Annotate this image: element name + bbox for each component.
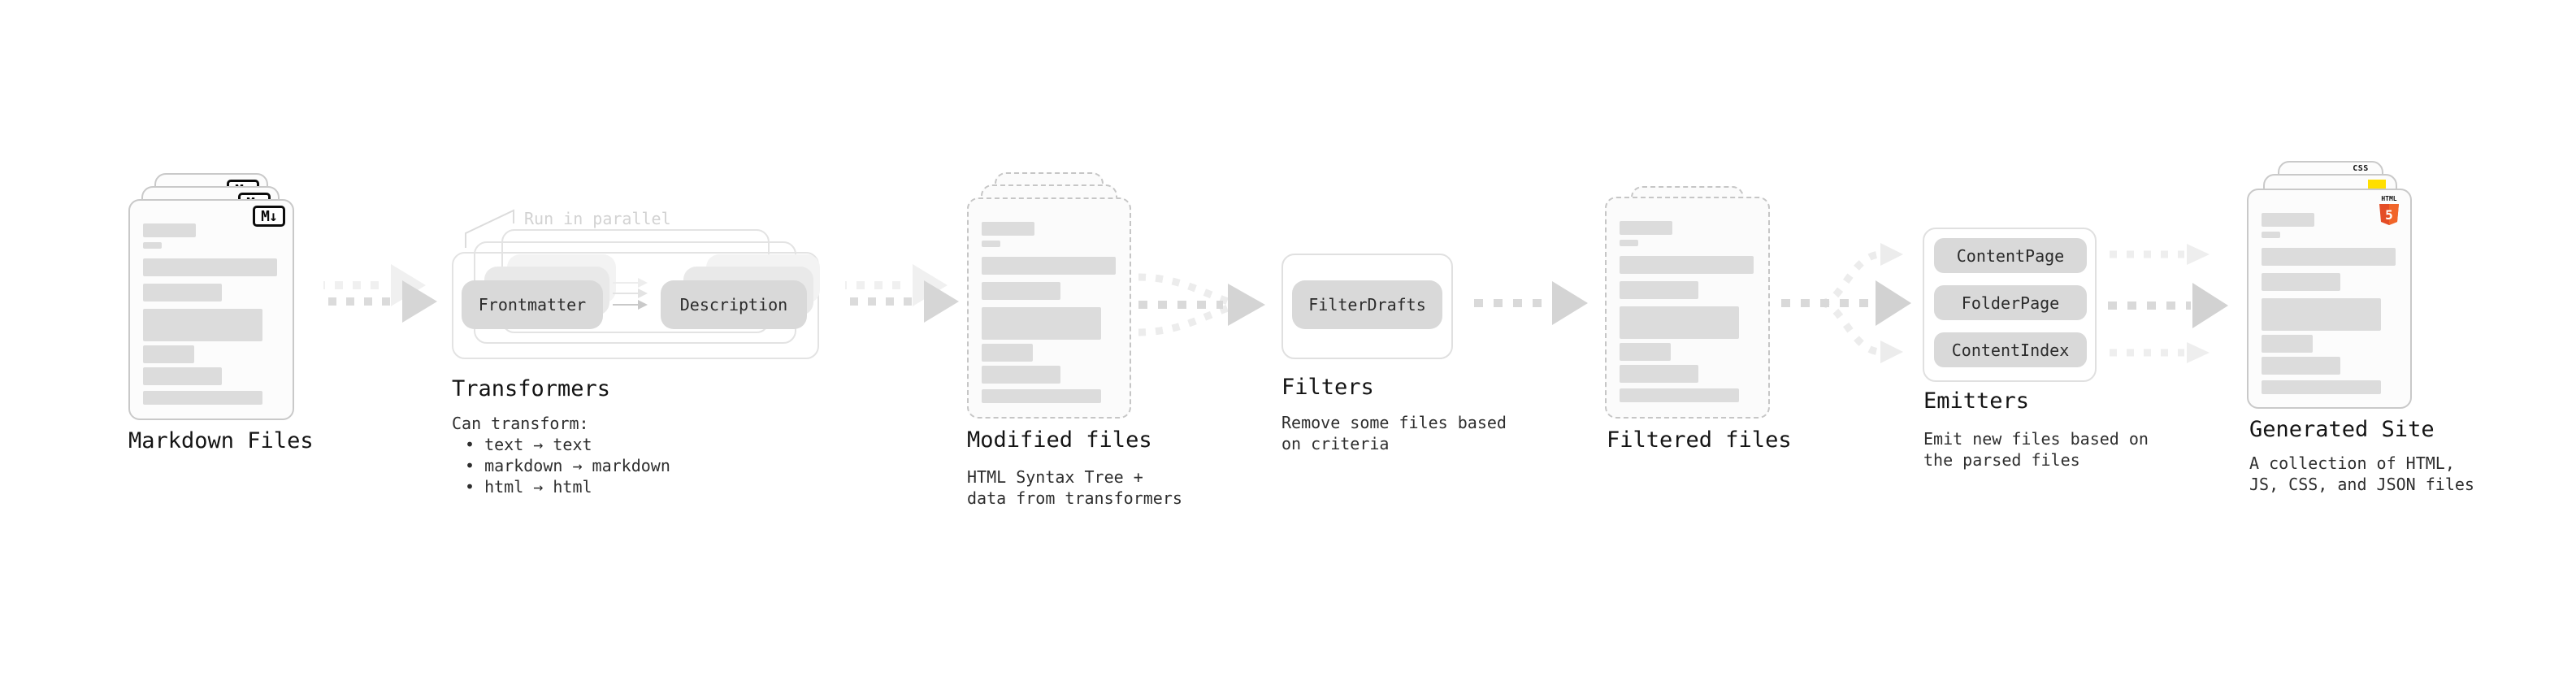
css-icon-label: CSS: [2353, 164, 2369, 173]
flow-arrows-emitters-to-generated: [2108, 244, 2228, 363]
filters-caption: Remove some files based on criteria: [1281, 412, 1507, 454]
run-in-parallel-label: Run in parallel: [524, 209, 671, 228]
markdown-icon: M↓: [253, 206, 285, 227]
caption-line: • text → text: [465, 435, 592, 454]
html5-icon-number: 5: [2385, 207, 2393, 223]
filters-box: [1281, 254, 1453, 359]
transformers-caption: Can transform: • text → text • markdown …: [452, 413, 670, 497]
caption-line: Can transform:: [452, 414, 589, 433]
contentpage-pill: ContentPage: [1934, 238, 2087, 273]
flow-arrow-modified-to-filters: [1138, 273, 1265, 336]
caption-line: • markdown → markdown: [465, 456, 670, 475]
html5-icon: HTML 5: [2376, 193, 2402, 231]
caption-line: JS, CSS, and JSON files: [2249, 475, 2474, 494]
emitters-box: [1923, 228, 2097, 382]
folderpage-pill: FolderPage: [1934, 285, 2087, 320]
stage-title-filters: Filters: [1281, 375, 1374, 400]
html5-icon-label: HTML: [2381, 195, 2396, 202]
stage-title-emitters: Emitters: [1923, 388, 2030, 414]
markdown-files-stack: M↓ M↓ M↓: [128, 173, 294, 420]
modified-files-caption: HTML Syntax Tree + data from transformer…: [967, 466, 1182, 509]
caption-line: A collection of HTML,: [2249, 453, 2455, 473]
stage-title-filtered-files: Filtered files: [1607, 427, 1792, 453]
file-content-placeholder: [2262, 213, 2397, 394]
file-card: M↓: [128, 199, 294, 420]
caption-line: HTML Syntax Tree +: [967, 467, 1143, 487]
stage-title-transformers: Transformers: [452, 376, 611, 401]
flow-arrow-transformers-to-modified: [845, 264, 959, 323]
generated-site-caption: A collection of HTML, JS, CSS, and JSON …: [2249, 453, 2474, 495]
caption-line: on criteria: [1281, 434, 1390, 453]
modified-files-stack: [967, 172, 1131, 419]
flow-arrow-markdown-to-transformers: [323, 264, 437, 323]
file-card-dashed: [1605, 197, 1770, 419]
stage-title-modified-files: Modified files: [967, 427, 1152, 453]
caption-line: data from transformers: [967, 488, 1182, 508]
generated-site-stack: CSS HTML 5: [2247, 161, 2412, 409]
filtered-files-stack: [1605, 186, 1770, 422]
emitters-caption: Emit new files based on the parsed files: [1923, 428, 2149, 471]
file-card-dashed: [967, 197, 1131, 419]
caption-line: Emit new files based on: [1923, 429, 2149, 449]
file-content-placeholder: [143, 223, 280, 405]
pill-arrow-icon: [613, 278, 648, 288]
pill-arrow-icon: [613, 300, 648, 310]
file-content-placeholder: [982, 222, 1117, 403]
stage-title-generated-site: Generated Site: [2249, 417, 2435, 442]
description-pill: Description: [661, 280, 807, 329]
stage-title-markdown-files: Markdown Files: [128, 428, 314, 453]
annotation-leader-line: [465, 209, 514, 248]
file-content-placeholder: [1620, 221, 1755, 402]
flow-arrow-filters-to-filtered: [1474, 281, 1588, 325]
transformer-box-front: [452, 252, 819, 359]
caption-line: Remove some files based: [1281, 413, 1507, 432]
caption-line: • html → html: [465, 477, 592, 497]
frontmatter-pill: Frontmatter: [462, 280, 603, 329]
file-card: HTML 5: [2247, 189, 2412, 409]
flow-arrow-filtered-to-emitters: [1781, 243, 1911, 363]
filterdrafts-pill: FilterDrafts: [1292, 280, 1442, 329]
contentindex-pill: ContentIndex: [1934, 332, 2087, 367]
pill-arrow-icon: [613, 288, 648, 298]
caption-line: the parsed files: [1923, 450, 2080, 470]
